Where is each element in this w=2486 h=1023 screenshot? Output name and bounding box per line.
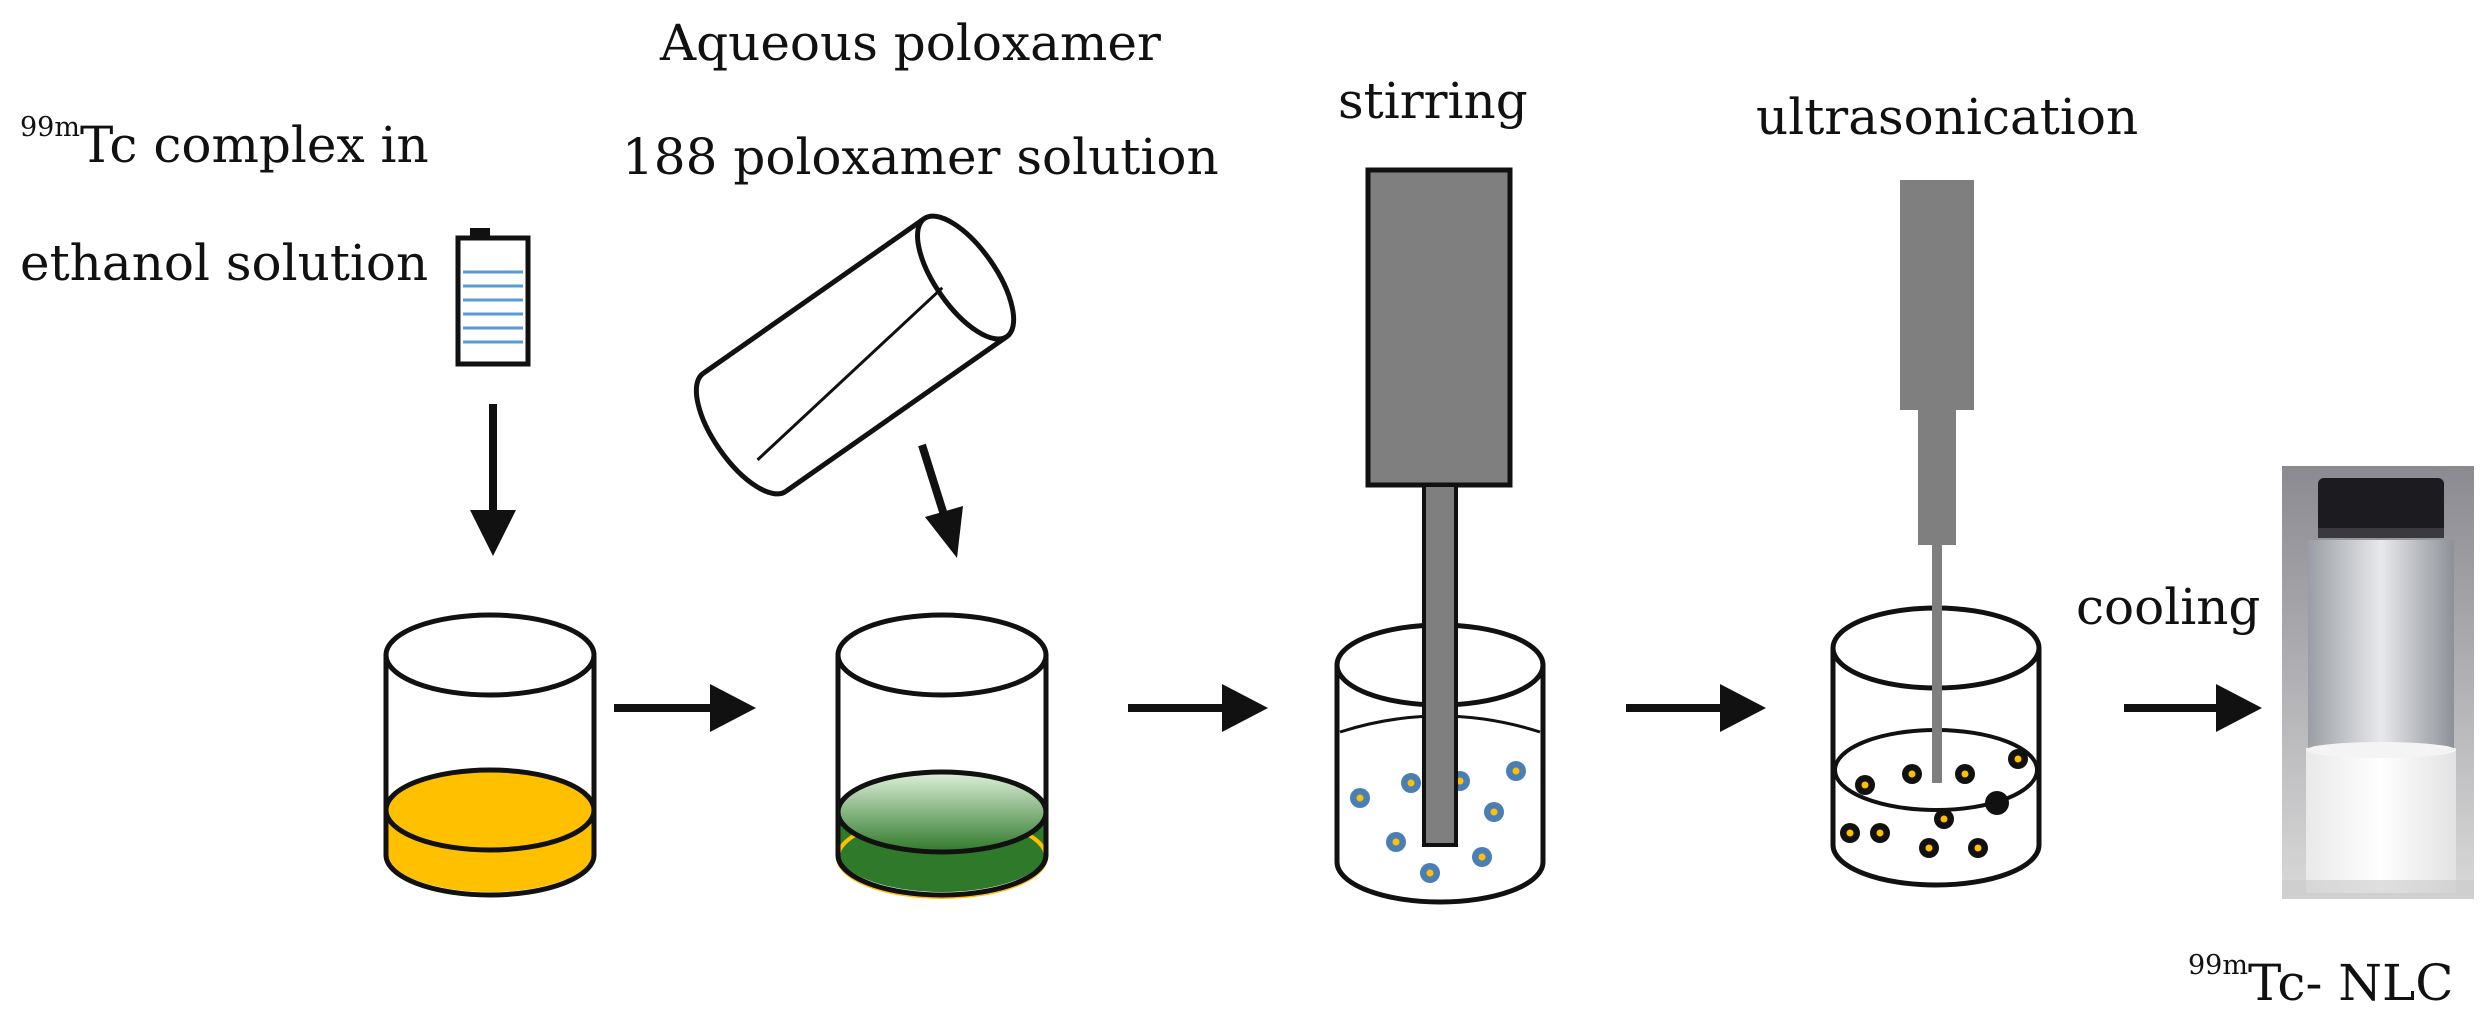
beaker-icon	[383, 612, 597, 898]
arrow-icon	[1128, 684, 1268, 732]
vial-icon	[455, 228, 531, 367]
label-cooling: cooling	[2076, 578, 2261, 636]
sample-vial-photo	[2282, 466, 2474, 899]
arrow-icon	[1626, 684, 1766, 732]
beaker-icon	[835, 612, 1049, 899]
label-tc-nlc: 99mTc- NLC	[2188, 950, 2454, 1012]
stirrer-icon	[1365, 167, 1513, 847]
label-ultrasonication: ultrasonication	[1756, 88, 2139, 146]
arrow-icon	[470, 404, 516, 556]
label-tc-complex: 99mTc complex in	[20, 112, 429, 174]
sonicator-probe-icon	[1900, 180, 1974, 783]
arrow-icon	[2124, 684, 2262, 732]
arrow-icon	[614, 684, 756, 732]
arrow-icon	[918, 443, 963, 558]
label-aqueous-poloxamer: Aqueous poloxamer	[660, 14, 1161, 72]
tilted-cylinder-icon	[693, 213, 1017, 497]
label-stirring: stirring	[1338, 72, 1528, 130]
label-ethanol-solution: ethanol solution	[20, 234, 429, 292]
label-poloxamer-solution: 188 poloxamer solution	[622, 128, 1219, 186]
